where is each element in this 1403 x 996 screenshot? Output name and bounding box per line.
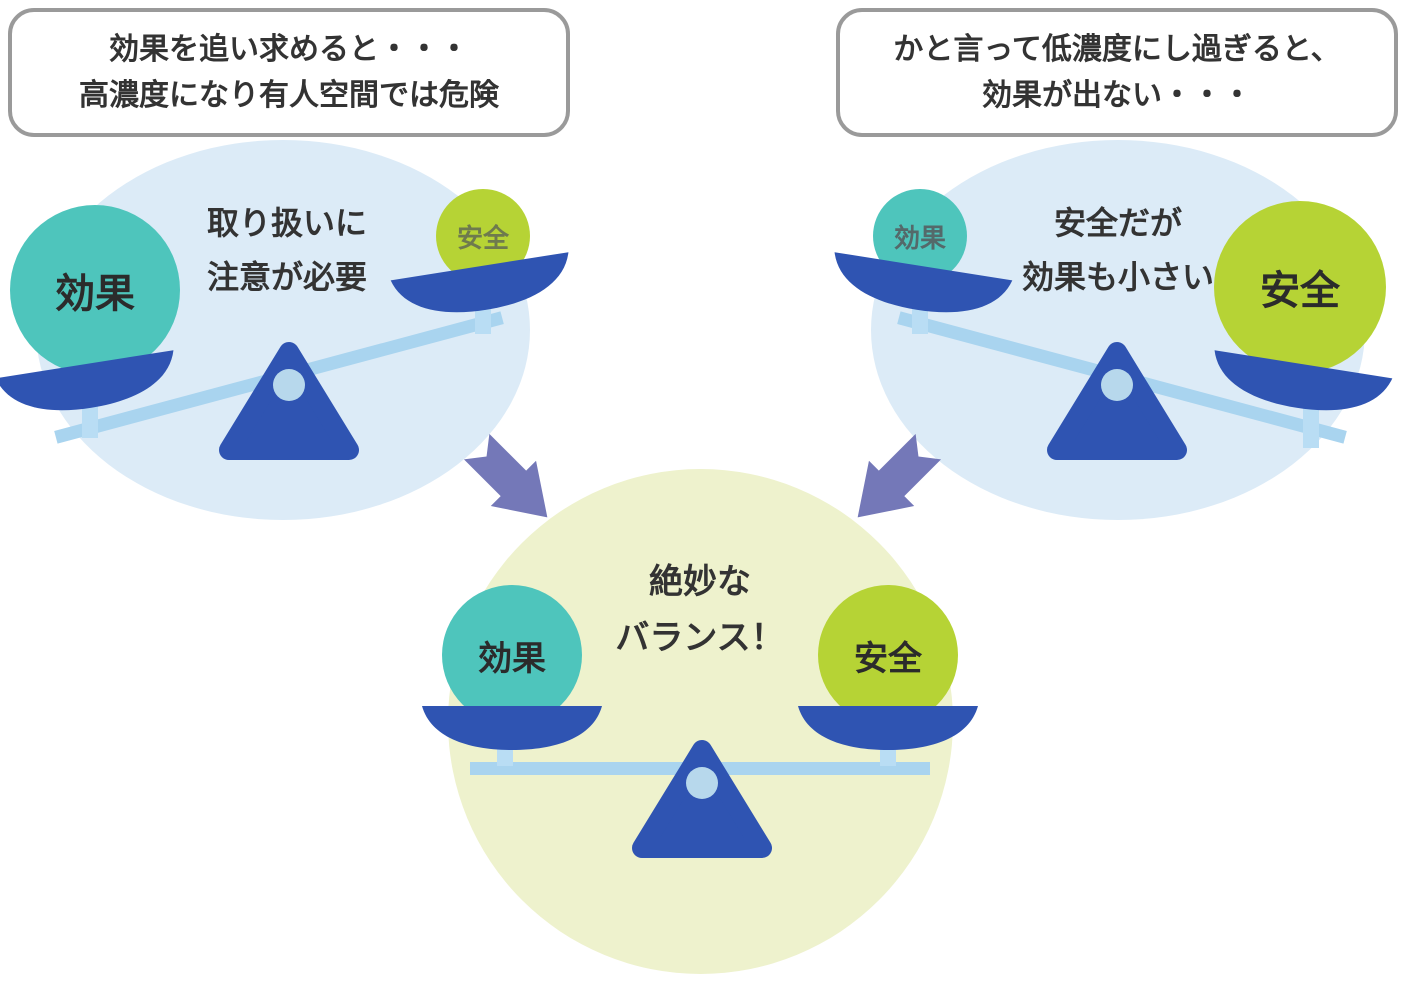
callout-right-line2: 効果が出ない・・・	[982, 78, 1252, 112]
right-scale-safety-stem	[1303, 400, 1319, 448]
left-scale-effect-ball: 効果	[10, 205, 180, 375]
right-scale-safety-ball: 安全	[1214, 201, 1386, 373]
left-scale-effect-stem	[82, 400, 98, 438]
callout-right: かと言って低濃度にし過ぎると、 効果が出ない・・・	[836, 8, 1398, 137]
right-scale-effect-pan	[834, 252, 1013, 313]
bottom-scale-safety-ball-label: 安全	[854, 639, 922, 678]
callout-left-line2: 高濃度になり有人空間では危険	[79, 78, 499, 112]
left-scale-caption-line1: 取り扱いに	[206, 205, 367, 241]
bottom-scale-effect-ball-label: 効果	[478, 639, 546, 678]
right-scale-safety-pan	[1214, 350, 1393, 411]
right-scale-pivot-hole	[1101, 369, 1133, 401]
callout-left: 効果を追い求めると・・・ 高濃度になり有人空間では危険	[8, 8, 570, 137]
callout-right-line1: かと言って低濃度にし過ぎると、	[893, 33, 1341, 66]
right-scale-caption-line2: 効果も小さい	[1021, 259, 1214, 295]
arrow-down-left-icon	[857, 433, 942, 518]
left-scale-caption-line2: 注意が必要	[206, 259, 367, 295]
bottom-scale-safety-pan	[798, 706, 978, 750]
right-scale-safety-ball-label: 安全	[1260, 269, 1340, 313]
callout-left-line1: 効果を追い求めると・・・	[109, 33, 469, 66]
left-scale-effect-ball-label: 効果	[55, 272, 135, 316]
left-scale-caption: 取り扱いに 注意が必要	[137, 196, 437, 304]
bottom-scale-safety-ball: 安全	[818, 585, 958, 725]
bottom-scale-fulcrum-triangle	[632, 740, 772, 858]
left-scale-fulcrum-triangle	[219, 342, 359, 460]
left-scale-safety-ball-label: 安全	[456, 222, 509, 253]
left-scale-safety-pan	[390, 252, 569, 313]
bottom-scale-effect-pan	[422, 706, 602, 750]
bottom-scale-caption: 絶妙な バランス！	[550, 554, 850, 666]
bottom-scale-effect-ball: 効果	[442, 585, 582, 725]
left-scale-pivot-hole	[273, 369, 305, 401]
bottom-scale-caption-line2: バランス！	[615, 619, 785, 657]
left-scale-effect-pan	[0, 350, 174, 411]
right-scale-effect-ball-label: 効果	[893, 222, 946, 253]
arrow-down-right-icon	[463, 433, 548, 518]
right-scale-fulcrum-triangle	[1047, 342, 1187, 460]
right-scale-caption: 安全だが 効果も小さい	[968, 196, 1268, 304]
right-scale-caption-line1: 安全だが	[1053, 205, 1182, 241]
bottom-scale-caption-line1: 絶妙な	[649, 563, 751, 601]
bottom-scale-pivot-hole	[686, 767, 718, 799]
